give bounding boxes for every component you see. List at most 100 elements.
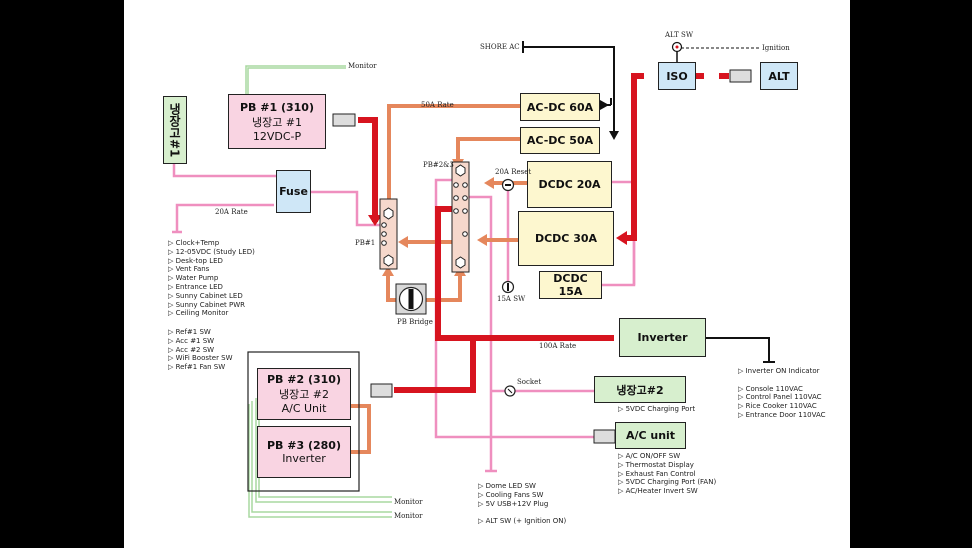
acdc60-label: AC-DC 60A (526, 100, 594, 114)
alt-sw-label: ALT SW (665, 31, 694, 39)
inverter-box: Inverter (619, 318, 706, 357)
dcdc15-label: DCDC 15A (553, 272, 588, 298)
list-item: ▷ Ref#1 Fan SW (168, 363, 226, 372)
ac-unit-label: A/C unit (625, 429, 676, 442)
power-bus-pb1 (379, 198, 398, 270)
fridge1-vertical-label: 냉장고#1 (167, 102, 182, 158)
black-wires (522, 41, 775, 363)
inverter-load-list: ▷ Inverter ON Indicator ▷ Console 110VAC… (738, 367, 826, 420)
pb3-box: PB #3 (280) Inverter (257, 426, 351, 478)
pb23-label: PB#2&3 (423, 161, 454, 169)
list-item (738, 376, 826, 385)
list-item: ▷ Cooling Fans SW (478, 490, 544, 499)
list-item: ▷ 12-05VDC (Study LED) (168, 247, 255, 256)
pb2-box: PB #2 (310) 냉장고 #2 A/C Unit (257, 368, 351, 420)
pb3-load: Inverter (282, 452, 326, 465)
monitor-label-top: Monitor (348, 62, 377, 70)
red-arrowheads (368, 215, 627, 245)
fuse-block-pb1 (332, 113, 356, 127)
rate-100a-label: 100A Rate (539, 342, 577, 350)
pb1-tag-label: PB#1 (355, 239, 376, 247)
dcdc20-box: DCDC 20A (527, 161, 612, 208)
list-item: ▷ Sunny Cabinet LED (168, 291, 243, 300)
list-item: ▷ 5VDC Charging Port (FAN) (618, 478, 717, 487)
list-item: ▷ Ceiling Monitor (168, 309, 229, 318)
reset-20a-icon (501, 178, 515, 192)
fridge1-vertical-box: 냉장고#1 (163, 96, 187, 164)
pb-group-frame (247, 351, 360, 492)
reset-20a-label: 20A Reset (495, 168, 532, 176)
wiring-diagram-canvas: 냉장고#1 PB #1 (310) 냉장고 #1 12VDC-P Fuse AC… (124, 0, 850, 548)
pb1-voltage: 12VDC-P (252, 129, 302, 143)
list-item: ▷ Vent Fans (168, 265, 210, 274)
list-item: ▷ 5VDC Charging Port (618, 405, 696, 413)
acdc60-box: AC-DC 60A (520, 93, 600, 121)
list-item: ▷ Acc #1 SW (168, 336, 215, 345)
pb1-subtitle: 냉장고 #1 (251, 115, 303, 129)
list-item: ▷ Rice Cooker 110VAC (738, 402, 817, 411)
pb1-box: PB #1 (310) 냉장고 #1 12VDC-P (228, 94, 326, 149)
list-item: ▷ Inverter ON Indicator (738, 367, 820, 375)
wiring-lines (172, 41, 775, 518)
list-item: ▷ Dome LED SW (478, 482, 536, 490)
list-item: ▷ WiFi Booster SW (168, 354, 233, 363)
ignition-label: Ignition (762, 44, 790, 52)
dcdc30-label: DCDC 30A (534, 232, 598, 245)
list-item: ▷ Ref#1 SW (168, 328, 211, 336)
red-wires (358, 73, 729, 393)
list-item: ▷ Thermostat Display (618, 460, 694, 469)
list-item: ▷ 5V USB+12V Plug (478, 499, 549, 508)
list-item: ▷ Console 110VAC (738, 384, 803, 393)
fuse-load-list: ▷ Clock+Temp ▷ 12-05VDC (Study LED) ▷ De… (168, 239, 255, 318)
fuse-label: Fuse (279, 185, 308, 198)
list-item (478, 508, 566, 517)
rate-20a-label: 20A Rate (215, 208, 248, 216)
dcdc30-box: DCDC 30A (518, 211, 614, 266)
fridge2-label: 냉장고#2 (616, 383, 664, 397)
acdc50-box: AC-DC 50A (520, 127, 600, 154)
ac-unit-box: A/C unit (615, 422, 686, 449)
alt-box: ALT (760, 62, 798, 90)
pink-wires (172, 164, 636, 473)
inverter-label: Inverter (637, 331, 688, 344)
shore-ac-label: SHORE AC (480, 43, 520, 51)
bottom-load-list: ▷ Dome LED SW ▷ Cooling Fans SW ▷ 5V USB… (478, 482, 566, 526)
monitor-label-bottom-2: Monitor (394, 512, 423, 520)
list-item: ▷ Clock+Temp (168, 239, 220, 247)
acdc50-label: AC-DC 50A (526, 134, 594, 147)
sw-15a-label: 15A SW (497, 295, 526, 303)
fuse-block-ac (593, 429, 616, 444)
list-item: ▷ ALT SW (+ Ignition ON) (478, 517, 567, 526)
fridge2-load-list: ▷ 5VDC Charging Port (618, 405, 695, 414)
fridge2-box: 냉장고#2 (594, 376, 686, 403)
fuse-block-pb2 (370, 383, 393, 398)
switch-15a-icon (501, 280, 515, 294)
monitor-label-bottom-1: Monitor (394, 498, 423, 506)
black-arrowheads (600, 100, 619, 140)
alt-label: ALT (768, 69, 790, 83)
list-item: ▷ Acc #2 SW (168, 345, 215, 354)
list-item: ▷ Water Pump (168, 274, 219, 283)
pb-bridge-label: PB Bridge (397, 318, 433, 326)
pb2-subtitle: 냉장고 #2 (278, 388, 330, 401)
list-item: ▷ Sunny Cabinet PWR (168, 300, 246, 309)
list-item: ▷ A/C ON/OFF SW (618, 452, 681, 460)
pb2-title: PB #2 (310) (267, 373, 341, 386)
list-item: ▷ Entrance LED (168, 282, 223, 291)
pb-bridge-icon (395, 283, 427, 315)
pb3-title: PB #3 (280) (267, 439, 341, 452)
dcdc15-box: DCDC 15A (539, 271, 602, 299)
list-item: ▷ Entrance Door 110VAC (738, 410, 826, 419)
fuse-switch-list: ▷ Ref#1 SW ▷ Acc #1 SW ▷ Acc #2 SW ▷ WiF… (168, 328, 233, 372)
pb1-title: PB #1 (310) (240, 100, 314, 114)
rate-50a-label: 50A Rate (421, 101, 454, 109)
power-bus-pb23 (451, 161, 470, 273)
socket-icon (504, 385, 516, 397)
iso-label: ISO (666, 69, 688, 83)
list-item: ▷ AC/Heater Invert SW (618, 487, 698, 496)
ac-load-list: ▷ A/C ON/OFF SW ▷ Thermostat Display ▷ E… (618, 452, 716, 496)
socket-label: Socket (517, 378, 542, 386)
pb2-load: A/C Unit (281, 402, 327, 415)
fuse-block-alt (729, 69, 752, 83)
list-item: ▷ Desk-top LED (168, 256, 223, 265)
